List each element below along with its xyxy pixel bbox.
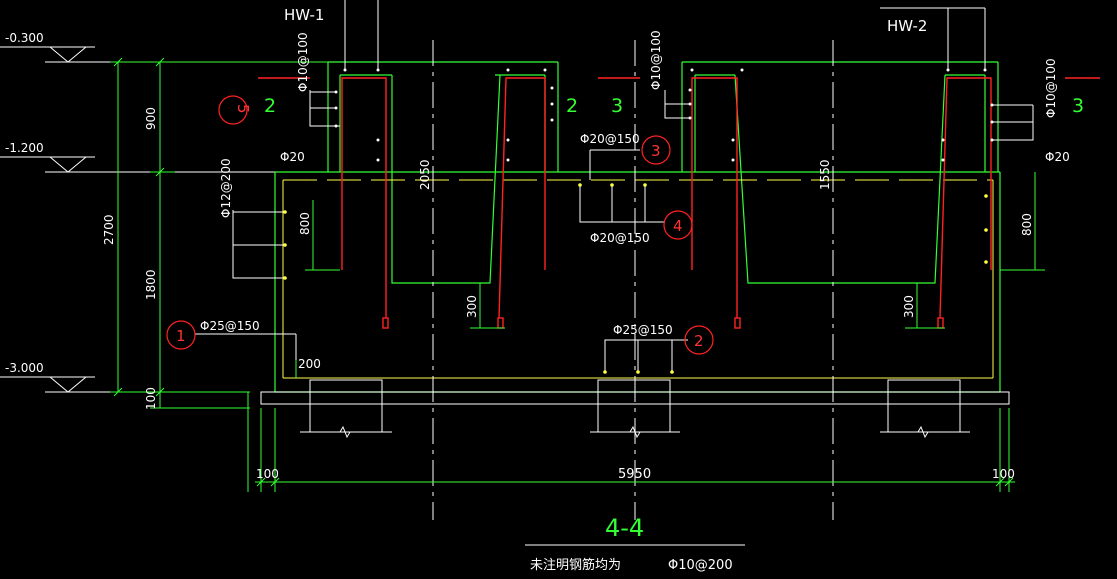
label-phi10-100-c: Φ10@100 xyxy=(1044,58,1058,118)
slab-inner-rebar xyxy=(282,179,994,379)
note-text: 未注明钢筋均为 xyxy=(530,557,621,573)
label-phi20-left: Φ20 xyxy=(280,150,305,164)
label-phi10-100-b: Φ10@100 xyxy=(649,30,663,90)
label-phi25-150-right: Φ25@150 xyxy=(613,323,673,337)
section-mark-3-right: 3 xyxy=(1072,95,1084,117)
texts: HW-1 HW-2 -0.300 -1.200 -3.000 900 2700 … xyxy=(5,6,1084,573)
section-mark-2-left: 2 xyxy=(264,95,276,117)
circle-num-3: 3 xyxy=(651,142,661,160)
dim-100-br: 100 xyxy=(992,467,1015,481)
label-hw1: HW-1 xyxy=(284,6,324,24)
dim-5950: 5950 xyxy=(618,467,651,482)
label-phi20-right: Φ20 xyxy=(1045,150,1070,164)
label-phi12-200: Φ12@200 xyxy=(219,158,233,218)
label-hw2: HW-2 xyxy=(887,17,927,35)
left-dimension-chain xyxy=(110,57,330,409)
section-title: 4-4 xyxy=(605,514,644,542)
number-circles xyxy=(166,95,714,355)
foundation xyxy=(260,379,1010,439)
yellow-dots xyxy=(283,183,988,374)
dim-2700: 2700 xyxy=(102,214,116,245)
dim-200: 200 xyxy=(298,357,321,371)
dim-100-bl: 100 xyxy=(256,467,279,481)
red-rebar xyxy=(258,77,1100,329)
label-phi10-100-a: Φ10@100 xyxy=(296,32,310,92)
circle-num-5: 5 xyxy=(234,104,252,114)
elev-bot: -3.000 xyxy=(5,361,44,375)
elev-top: -0.300 xyxy=(5,31,44,45)
dim-800-right: 800 xyxy=(1020,213,1034,236)
label-phi20-150-bot: Φ20@150 xyxy=(590,231,650,245)
elevation-markers xyxy=(0,46,340,393)
interior-dimensions xyxy=(295,172,1045,378)
circle-num-2: 2 xyxy=(694,332,704,350)
label-phi25-150-left: Φ25@150 xyxy=(200,319,260,333)
circle-num-1: 1 xyxy=(176,327,186,345)
dim-2050: 2050 xyxy=(418,159,432,190)
dim-1800: 1800 xyxy=(144,269,158,300)
bottom-dimension-chain xyxy=(247,392,1015,492)
bar-dots xyxy=(334,68,994,162)
note-value: Φ10@200 xyxy=(668,558,733,573)
center-lines xyxy=(432,40,834,520)
leader-lines xyxy=(195,0,1034,546)
elev-mid: -1.200 xyxy=(5,141,44,155)
dim-300-left: 300 xyxy=(465,295,479,318)
dim-900: 900 xyxy=(144,107,158,130)
section-mark-2-mid: 2 xyxy=(566,95,578,117)
dim-1550: 1550 xyxy=(818,159,832,190)
section-mark-3-mid: 3 xyxy=(611,95,623,117)
circle-num-4: 4 xyxy=(673,217,683,235)
dim-300-right: 300 xyxy=(902,295,916,318)
dim-800-left: 800 xyxy=(298,212,312,235)
label-phi20-150-top: Φ20@150 xyxy=(580,132,640,146)
dim-100-left: 100 xyxy=(144,387,158,410)
